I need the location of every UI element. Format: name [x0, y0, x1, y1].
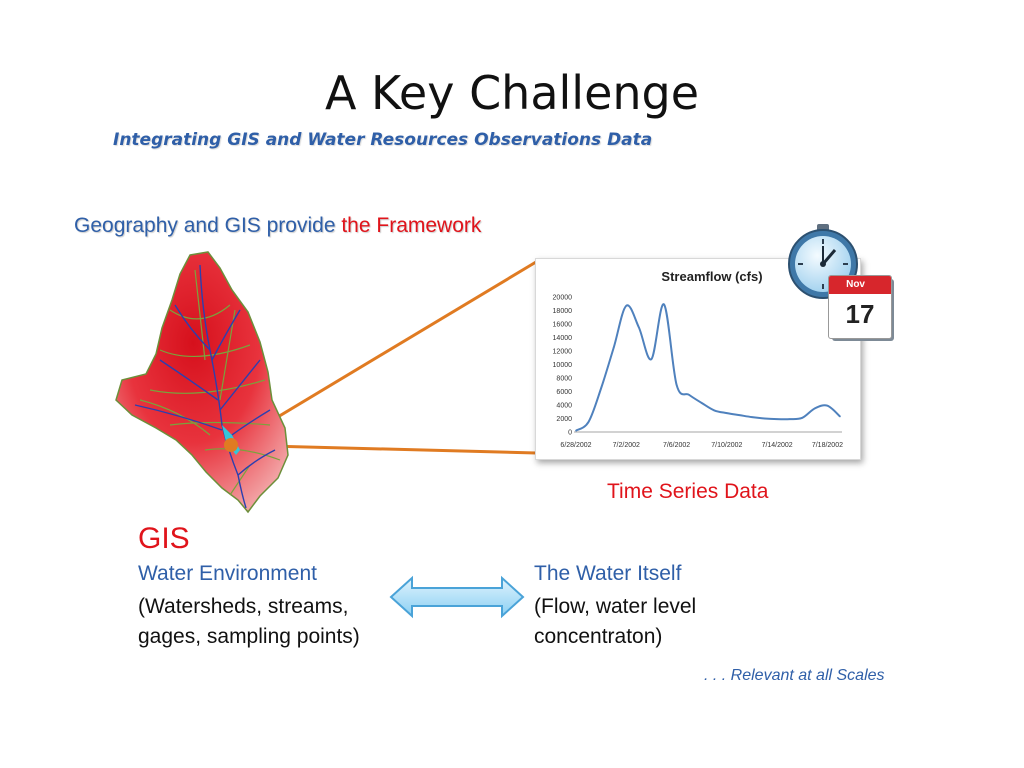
relevant-note: . . . Relevant at all Scales: [704, 667, 885, 684]
data-point: [776, 418, 778, 420]
data-point: [826, 404, 829, 407]
data-point: [839, 415, 841, 418]
x-tick-label: 7/14/2002: [762, 442, 793, 449]
x-tick-label: 7/2/2002: [613, 442, 640, 449]
calendar-icon: Nov 17: [828, 275, 894, 341]
series-line-streamflow: [575, 303, 841, 432]
watershed-map: [115, 251, 289, 514]
data-point: [751, 416, 753, 418]
subbasin-lines: [139, 269, 281, 496]
data-point: [638, 326, 640, 329]
y-tick-label: 10000: [553, 362, 573, 369]
data-point: [788, 418, 791, 420]
chart-title: Streamflow (cfs): [661, 269, 762, 284]
x-tick-label: 6/28/2002: [560, 442, 591, 449]
x-tick-label: 7/10/2002: [711, 442, 742, 449]
water-environment-line1: (Watersheds, streams,: [138, 595, 349, 618]
gage-point: [224, 438, 238, 452]
calendar-month: Nov: [829, 276, 891, 294]
data-point: [625, 304, 628, 307]
data-point: [763, 417, 766, 420]
water-itself-description: (Flow, water level concentraton): [534, 592, 794, 652]
slide-subtitle: Integrating GIS and Water Resources Obse…: [113, 130, 653, 150]
data-point: [600, 387, 602, 389]
slide-title: A Key Challenge: [324, 66, 700, 120]
y-tick-label: 16000: [553, 322, 573, 329]
y-tick-label: 18000: [553, 308, 573, 315]
data-point: [688, 394, 690, 396]
y-tick-label: 12000: [553, 349, 573, 356]
double-arrow-icon: [389, 575, 525, 619]
water-itself-label: The Water Itself: [534, 562, 682, 585]
gis-heading: GIS: [138, 522, 190, 555]
data-point: [700, 402, 703, 404]
y-tick-label: 4000: [556, 403, 572, 410]
water-environment-description: (Watersheds, streams, gages, sampling po…: [138, 592, 438, 652]
y-tick-label: 2000: [556, 416, 572, 423]
data-point: [814, 407, 816, 410]
calendar-day: 17: [845, 299, 875, 329]
framework-prefix: Geography and GIS provide: [74, 214, 342, 237]
x-tick-label: 7/18/2002: [812, 442, 843, 449]
data-point: [650, 358, 653, 360]
y-tick-label: 20000: [553, 295, 573, 302]
data-point: [726, 412, 728, 414]
water-itself-line2: concentraton): [534, 625, 663, 648]
x-axis-ticks: 6/28/2002 7/2/2002 7/6/2002 7/10/2002 7/14/2…: [560, 442, 843, 449]
data-point: [587, 421, 590, 423]
data-point: [575, 429, 577, 432]
y-tick-label: 0: [568, 430, 572, 437]
water-environment-label: Water Environment: [138, 562, 317, 585]
y-tick-label: 14000: [553, 335, 573, 342]
y-tick-label: 8000: [556, 376, 572, 383]
data-point: [801, 417, 804, 419]
y-tick-label: 6000: [556, 389, 572, 396]
water-environment-line2: gages, sampling points): [138, 625, 360, 648]
data-point: [738, 414, 741, 416]
connector-line-top: [230, 260, 537, 447]
framework-highlight: the Framework: [341, 214, 482, 237]
time-series-label: Time Series Data: [607, 480, 769, 503]
stream-network: [134, 264, 276, 509]
framework-statement: Geography and GIS provide the Framework: [74, 214, 481, 238]
y-axis-ticks: 0 2000 4000 6000 8000 10000 12000 14000 16000 180…: [553, 295, 573, 437]
water-itself-line1: (Flow, water level: [534, 595, 697, 618]
chart-svg: Streamflow (cfs) 0 2000 4000 6000 8000 10000 1…: [553, 269, 844, 449]
x-tick-label: 7/6/2002: [663, 442, 690, 449]
data-point: [675, 383, 678, 386]
data-point: [612, 346, 615, 349]
data-point: [713, 409, 716, 412]
series-points: [575, 303, 841, 432]
data-point: [663, 303, 665, 306]
